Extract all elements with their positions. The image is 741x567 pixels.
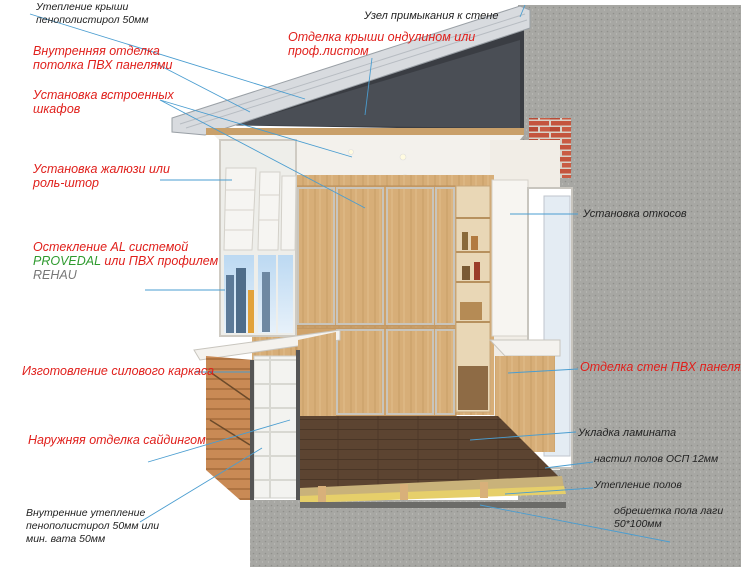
label-pvc-profile: или ПВХ профилем (101, 254, 218, 268)
label-line: Отделка крыши ондулином или (288, 30, 475, 44)
basket (458, 366, 488, 410)
label-osb-floor: настил полов ОСП 12мм (594, 453, 718, 466)
label-line: потолка ПВХ панелями (33, 58, 172, 72)
label-line: Установка встроенных (33, 88, 174, 102)
label-ceiling-pvc: Внутренняя отделка потолка ПВХ панелями (33, 44, 172, 72)
label-floor-insulation: Утепление полов (594, 479, 682, 492)
label-slopes: Установка откосов (583, 208, 687, 221)
label-provedal: PROVEDAL (33, 254, 101, 268)
label-line: роль-штор (33, 176, 170, 190)
foam-blocks (254, 356, 298, 498)
label-wall-pvc: Отделка стен ПВХ панелями (580, 360, 741, 374)
label-wall-junction: Узел примыкания к стене (364, 10, 498, 23)
label-line: обрешетка пола лаги (614, 505, 723, 518)
label-line: шкафов (33, 102, 174, 116)
label-rehau: REHAU (33, 268, 218, 282)
window-slope (492, 180, 528, 336)
label-line: Утепление крыши (36, 1, 149, 14)
label-line: PROVEDAL или ПВХ профилем (33, 254, 218, 268)
label-blinds: Установка жалюзи или роль-штор (33, 162, 170, 190)
label-line: пенополистирол 50мм (36, 14, 149, 27)
label-glazing: Остекление AL системой PROVEDAL или ПВХ … (33, 240, 218, 282)
label-siding: Наружняя отделка сайдингом (28, 433, 206, 447)
label-roof-insulation: Утепление крыши пенополистирол 50мм (36, 1, 149, 27)
label-wardrobes: Установка встроенных шкафов (33, 88, 174, 116)
label-line: Установка жалюзи или (33, 162, 170, 176)
joist (318, 486, 326, 502)
label-frame: Изготовление силового каркаса (22, 364, 214, 378)
label-line: 50*100мм (614, 518, 723, 531)
label-laminate: Укладка ламината (578, 427, 676, 440)
label-line: мин. вата 50мм (26, 533, 159, 546)
label-inner-insulation: Внутренние утепление пенополистирол 50мм… (26, 507, 159, 546)
label-line: Внутренние утепление (26, 507, 159, 520)
label-line: пенополистирол 50мм или (26, 520, 159, 533)
label-joist: обрешетка пола лаги 50*100мм (614, 505, 723, 531)
label-line: проф.листом (288, 44, 475, 58)
label-line: Внутренняя отделка (33, 44, 172, 58)
label-roof-finish: Отделка крыши ондулином или проф.листом (288, 30, 475, 58)
label-line: Остекление AL системой (33, 240, 218, 254)
roof-beam (206, 128, 524, 135)
